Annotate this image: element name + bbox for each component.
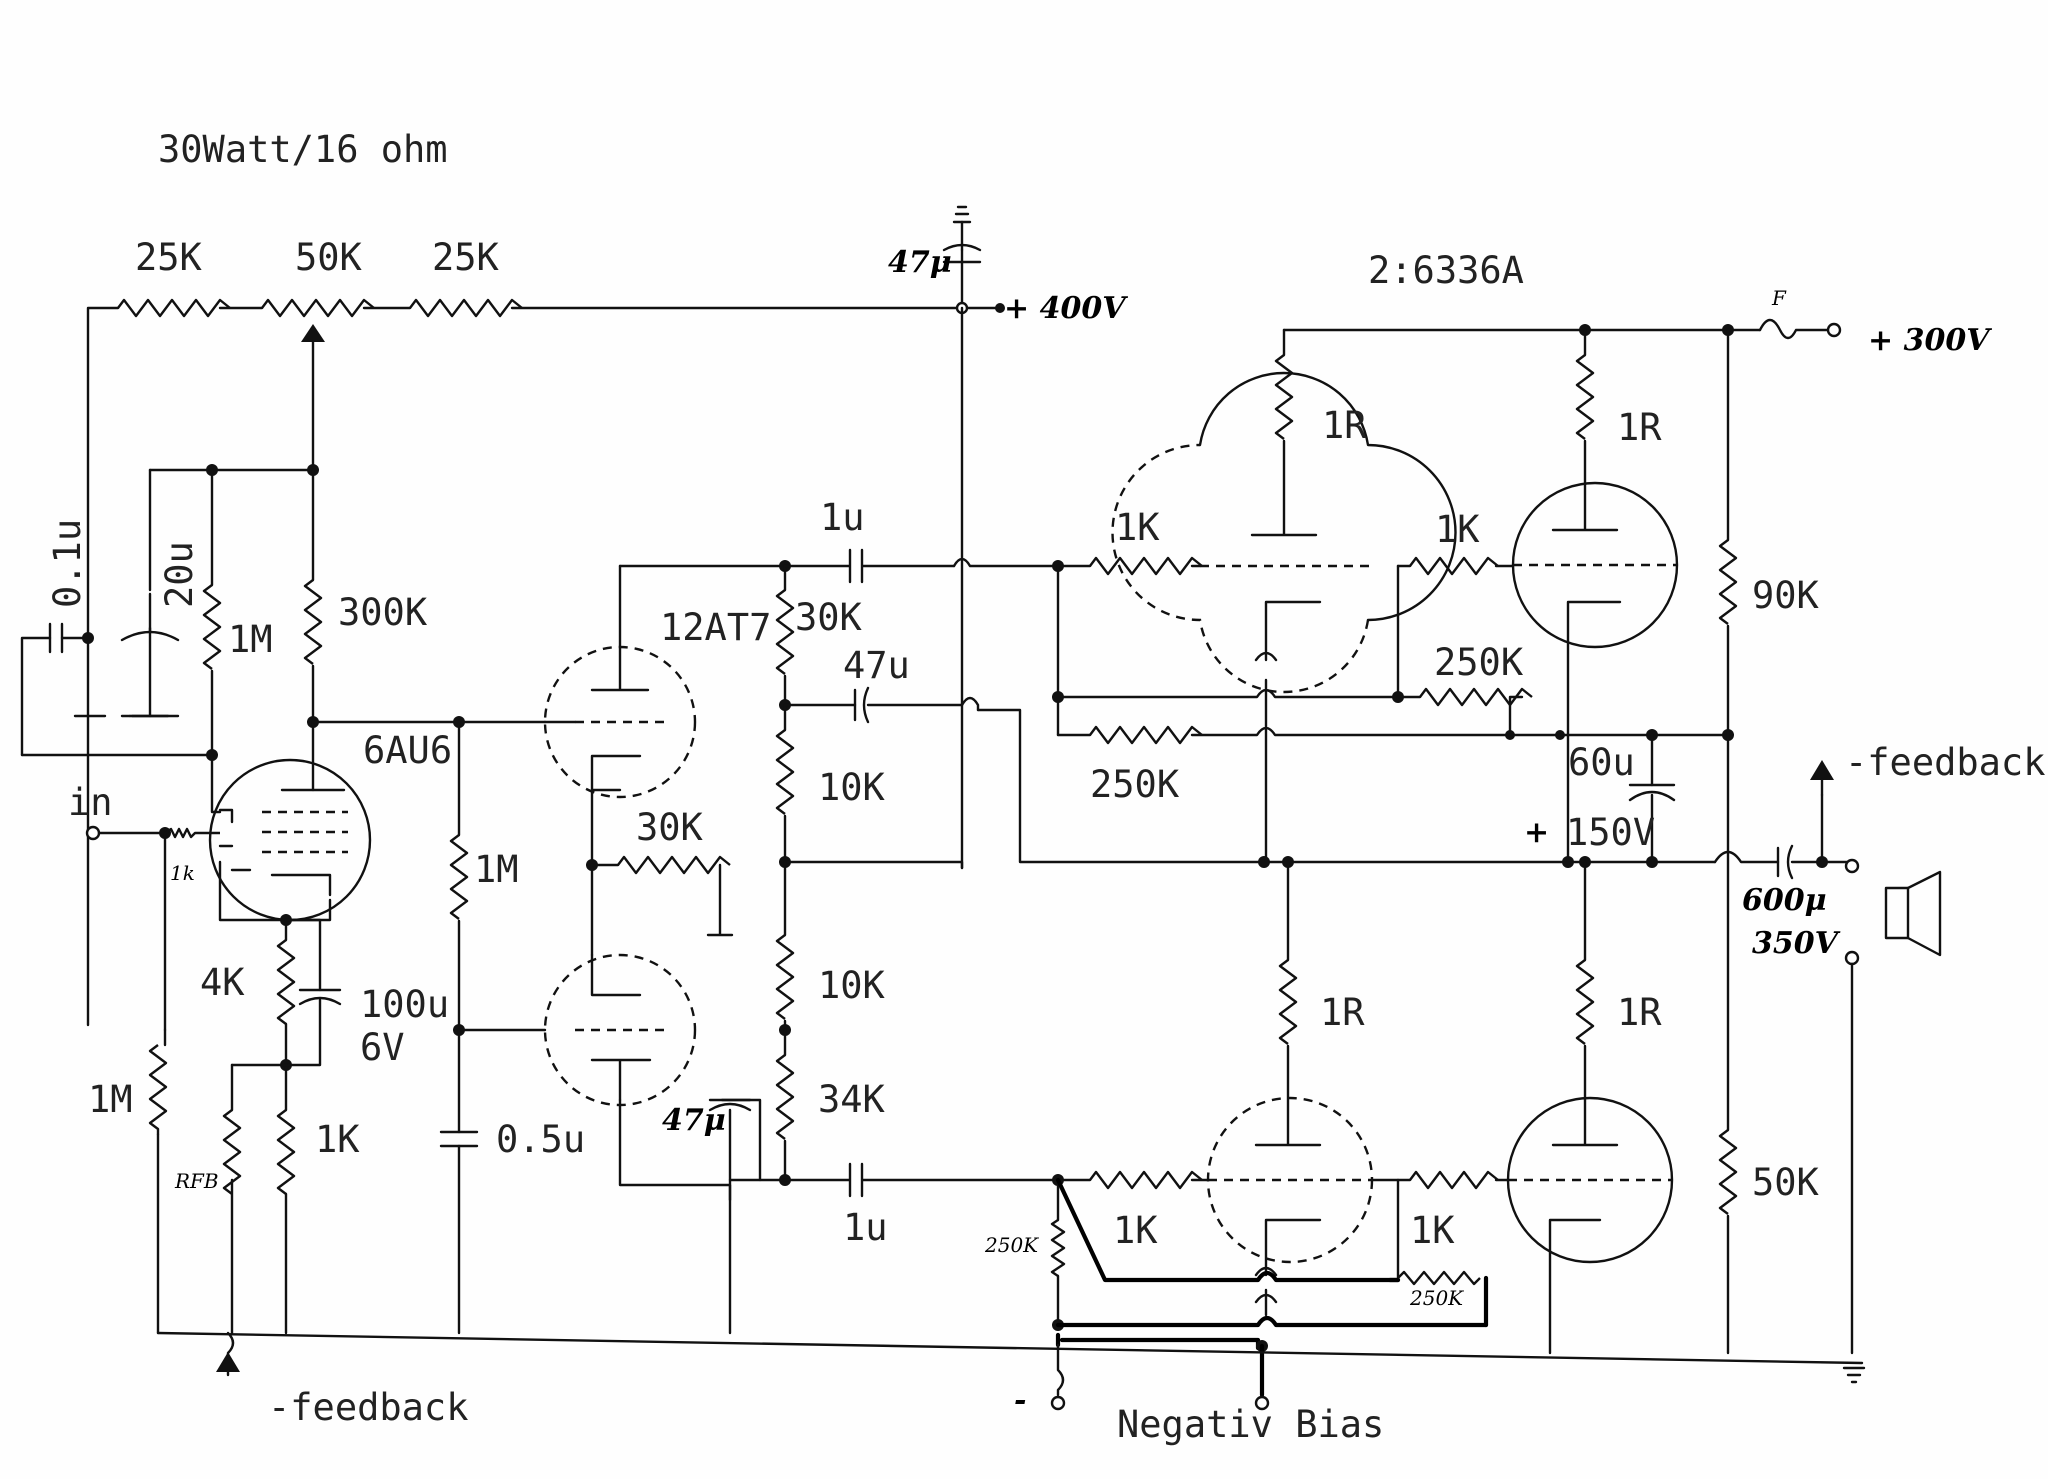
r10k-b-label: 10K bbox=[818, 964, 886, 1007]
cathode-network-6au6 bbox=[218, 860, 342, 1335]
r30k-cathode-label: 30K bbox=[636, 806, 704, 849]
output-cap-voltage-label: 350V bbox=[1752, 926, 1841, 961]
r1k-top1-label: 1K bbox=[1115, 506, 1160, 549]
r34k-label: 34K bbox=[818, 1078, 886, 1121]
tube-12at7-lower bbox=[543, 953, 697, 1107]
negative-bias-label: Negativ Bias bbox=[1117, 1403, 1384, 1446]
c47-top-label: 47μ bbox=[888, 245, 952, 280]
c60u-voltage-label: 150V bbox=[1566, 811, 1655, 854]
output-cap-label: 600μ bbox=[1742, 883, 1827, 918]
b300-label: + 300V bbox=[1868, 323, 1992, 358]
r1r-bottom2-label: 1R bbox=[1617, 991, 1662, 1034]
input-label: in bbox=[68, 781, 113, 824]
r10k-a-label: 10K bbox=[818, 766, 886, 809]
rfb-label: RFB bbox=[174, 1169, 219, 1193]
r1m-input-label: 1M bbox=[88, 1078, 133, 1121]
r250k-bottom1-label: 250K bbox=[984, 1233, 1039, 1257]
speaker-icon bbox=[1844, 870, 1942, 1355]
pot50k-label: 50K bbox=[295, 236, 363, 279]
grid-network-12at7 bbox=[439, 720, 547, 1335]
r250k-bottom2-label: 250K bbox=[1409, 1286, 1464, 1310]
c100u-voltage-label: 6V bbox=[360, 1026, 405, 1069]
decoupling-network bbox=[20, 464, 323, 761]
r250k-top1-label: 250K bbox=[1434, 641, 1524, 684]
c47u-label: 47u bbox=[843, 644, 910, 687]
r4k-label: 4K bbox=[200, 961, 245, 1004]
feedback-bottom-label: -feedback bbox=[268, 1386, 468, 1429]
c1u-top-label: 1u bbox=[820, 496, 865, 539]
input-network bbox=[85, 825, 220, 1335]
r1r-bottom1-label: 1R bbox=[1320, 991, 1365, 1034]
r90k-label: 90K bbox=[1752, 574, 1820, 617]
r1k-bottom1-label: 1K bbox=[1113, 1209, 1158, 1252]
r1k-cathode-label: 1K bbox=[315, 1118, 360, 1161]
r25k-left-label: 25K bbox=[135, 236, 203, 279]
title-label: 30Watt/16 ohm bbox=[158, 128, 448, 171]
r300k-label: 300K bbox=[338, 591, 428, 634]
r1k-bottom2-label: 1K bbox=[1410, 1209, 1455, 1252]
c05u-label: 0.5u bbox=[496, 1118, 585, 1161]
tube-6au6 bbox=[208, 720, 372, 922]
r30k-plate-label: 30K bbox=[795, 596, 863, 639]
bias-network bbox=[1050, 1177, 1489, 1411]
r50k-label: 50K bbox=[1752, 1161, 1820, 1204]
c01u-label: 0.1u bbox=[46, 519, 89, 608]
r1r-top2-label: 1R bbox=[1617, 406, 1662, 449]
ground-rail bbox=[156, 1331, 1866, 1384]
output-node bbox=[1258, 760, 1860, 880]
r1r-top1-label: 1R bbox=[1322, 404, 1367, 447]
c1u-bottom-label: 1u bbox=[843, 1206, 888, 1249]
r1m-g2-label: 1M bbox=[228, 618, 273, 661]
upper-output-tube-1 bbox=[1111, 328, 1457, 864]
feedback-top-label: -feedback bbox=[1845, 741, 2045, 784]
b400-supply bbox=[942, 205, 1005, 870]
top-feedback-chain bbox=[86, 298, 964, 1027]
tube-12at7-label: 12AT7 bbox=[660, 606, 771, 649]
cathode-network-12at7 bbox=[586, 788, 762, 1335]
b400-label: + 400V bbox=[1004, 291, 1128, 326]
lower-output-tube-1 bbox=[1206, 860, 1374, 1317]
feedback-divider bbox=[1628, 539, 1738, 1355]
negative-sign-label: - bbox=[1014, 1383, 1026, 1418]
r250k-top2-label: 250K bbox=[1090, 763, 1180, 806]
lower-output-tube-2 bbox=[1506, 860, 1674, 1355]
tube-6au6-label: 6AU6 bbox=[363, 729, 452, 772]
c100u-label: 100u bbox=[360, 983, 449, 1026]
c60u-label: 60u bbox=[1568, 741, 1635, 784]
phase-splitter-plate-chain bbox=[728, 548, 1266, 1198]
b300-rail bbox=[1282, 318, 1842, 542]
c47u-bottom-label: 47μ bbox=[662, 1103, 726, 1138]
output-tubes-label: 2:6336A bbox=[1368, 249, 1524, 292]
r1k-grid-label: 1k bbox=[170, 861, 195, 885]
r1k-top2-label: 1K bbox=[1435, 508, 1480, 551]
r1m-grid2-label: 1M bbox=[474, 848, 519, 891]
fuse-label: F bbox=[1771, 286, 1787, 310]
r25k-right-label: 25K bbox=[432, 236, 500, 279]
c20u-label: 20u bbox=[158, 541, 201, 608]
plus-sign-label: + bbox=[1524, 815, 1549, 850]
lower-grid-network bbox=[1050, 1170, 1510, 1331]
upper-grid-network bbox=[1052, 556, 1734, 745]
tube-12at7-upper bbox=[543, 564, 697, 799]
